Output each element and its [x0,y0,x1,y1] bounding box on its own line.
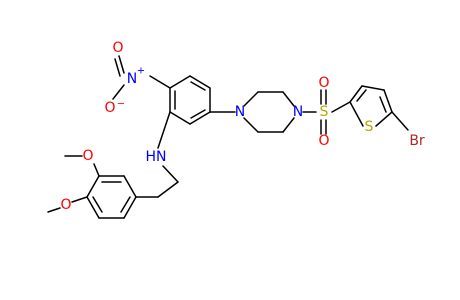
bond [190,81,206,91]
bond [243,91,259,107]
bond [375,111,393,127]
bond [243,117,259,133]
nitro-oxygen-charge: − [117,99,125,110]
sulfonyl-oxygen-top: O [318,75,329,91]
piperazine-nitrogen-left: N [235,104,245,120]
bond [169,111,191,125]
bond [383,89,393,113]
bond [112,84,125,100]
bond [349,85,363,103]
bond [169,75,191,89]
bond [123,196,137,219]
bond [391,111,409,131]
nitro-oxygen-bottom: O [104,100,115,116]
piperazine-nitrogen-right: N [293,104,303,120]
thiophene-sulfur: S [365,119,374,135]
bond [356,89,367,102]
nitro-nitrogen-charge: + [137,66,145,77]
bond [282,91,295,107]
bond [118,55,125,74]
bond [189,75,211,89]
bond [379,96,387,113]
bond [86,175,100,198]
bond [190,109,206,119]
nitro-oxygen-top: O [112,40,123,56]
bond [93,163,100,177]
bond [86,196,100,219]
bond [349,101,364,127]
bond [149,75,171,89]
bond [157,111,171,149]
methoxy-oxygen-bottom: O [60,197,71,213]
bond [114,58,121,77]
methoxy-oxygen-top: O [82,148,93,164]
amine-nh: HN [146,149,167,165]
bond [92,196,103,213]
bond [162,165,179,183]
bond [331,101,351,113]
bond [71,196,88,203]
nitro-nitrogen: N [127,71,137,87]
bonds [47,55,409,219]
bond [123,175,137,198]
bond [120,196,131,213]
sulfonyl-oxygen-bottom: O [318,133,329,149]
bond [47,207,61,213]
bond [282,117,295,133]
bond [361,85,385,91]
bond [157,181,179,198]
atom-labels: O N + O − HN N N S O O S Br O O [60,40,424,213]
bromine-atom: Br [409,133,425,149]
sulfonyl-sulfur: S [320,104,329,120]
bond [189,111,211,125]
